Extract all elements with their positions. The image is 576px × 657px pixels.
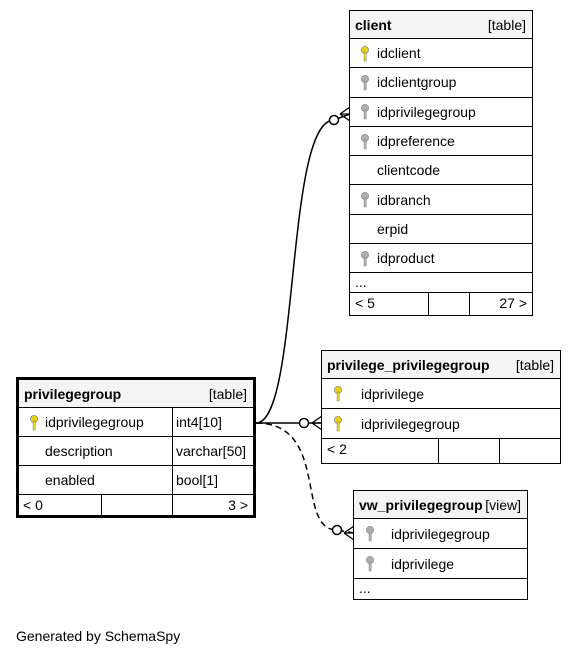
column-row-idprivilegegroup[interactable]: idprivilegegroup int4[10]	[19, 408, 253, 437]
crowfoot-ppg	[311, 415, 323, 431]
parent-count-cell: < 5	[350, 293, 428, 315]
column-row-enabled[interactable]: enabled bool[1]	[19, 466, 253, 495]
child-count-cell: 27 >	[469, 293, 532, 316]
child-count: 27 >	[499, 295, 527, 312]
foreign-key-icon	[364, 525, 376, 543]
column-name: erpid	[377, 220, 409, 237]
column-name: idprivilege	[391, 555, 455, 572]
table-header: client [table]	[350, 11, 532, 39]
column-name: idclientgroup	[377, 74, 457, 91]
edge-view-privilegegroup	[255, 422, 355, 534]
table-footer: < 0 3 >	[19, 495, 253, 515]
foreign-key-icon	[359, 103, 371, 121]
column-row-idprivilege[interactable]: idprivilege	[354, 549, 527, 579]
table-header: privilege_privilegegroup [table]	[322, 351, 560, 379]
table-kind: [table]	[487, 16, 526, 33]
table-kind: [view]	[485, 496, 521, 513]
optional-marker-client	[328, 114, 340, 126]
primary-key-icon	[28, 414, 40, 432]
table-client[interactable]: client [table] idclient idclientgroup idpr…	[349, 10, 533, 317]
primary-key-icon	[359, 45, 371, 63]
column-name: enabled	[45, 472, 95, 488]
column-type: bool[1]	[172, 466, 253, 494]
table-kind: [table]	[208, 385, 247, 402]
column-name: idproduct	[377, 250, 435, 267]
column-list: idprivilege idprivilegegroup	[322, 379, 560, 439]
column-name: idprivilegegroup	[391, 525, 490, 542]
column-row-idprivilege[interactable]: idprivilege	[322, 379, 560, 409]
table-name: vw_privilegegroup	[359, 496, 483, 513]
column-list: idprivilegegroup idprivilege	[354, 519, 527, 579]
column-type: varchar[50]	[172, 437, 253, 465]
primary-key-icon	[332, 415, 344, 433]
column-name: idprivilege	[361, 385, 425, 402]
column-name: clientcode	[377, 162, 441, 179]
foreign-key-icon	[359, 250, 371, 268]
footer-blank-cell	[101, 495, 172, 515]
parent-count-cell: < 0	[19, 495, 101, 515]
parent-count: < 5	[355, 295, 375, 312]
column-name: idclient	[377, 45, 421, 62]
optional-marker-view	[331, 524, 343, 536]
foreign-key-icon	[359, 133, 371, 151]
parent-count: < 0	[23, 497, 43, 513]
child-count-cell	[499, 439, 560, 463]
table-name: privilegegroup	[24, 385, 122, 402]
column-row-idprivilegegroup[interactable]: idprivilegegroup	[350, 98, 532, 127]
column-name: idprivilegegroup	[377, 103, 476, 120]
column-name: description	[45, 443, 113, 459]
column-name: idprivilegegroup	[45, 414, 144, 430]
column-type: int4[10]	[172, 408, 253, 436]
table-footer: < 2	[322, 439, 560, 463]
column-row-idprivilegegroup[interactable]: idprivilegegroup	[322, 409, 560, 439]
parent-count: < 2	[327, 441, 347, 457]
column-row-idpreference[interactable]: idpreference	[350, 127, 532, 157]
child-count-cell: 3 >	[172, 495, 253, 515]
footer-blank-cell	[428, 293, 469, 316]
column-row-idprivilegegroup[interactable]: idprivilegegroup	[354, 519, 527, 549]
table-name: client	[355, 16, 392, 33]
column-name: idpreference	[377, 133, 455, 150]
column-row-idbranch[interactable]: idbranch	[350, 185, 532, 215]
foreign-key-icon	[359, 191, 371, 209]
column-name: idprivilegegroup	[361, 415, 460, 432]
column-row-description[interactable]: description varchar[50]	[19, 437, 253, 466]
child-count: 3 >	[228, 497, 248, 513]
generated-by-credit: Generated by SchemaSpy	[16, 628, 181, 644]
table-header: privilegegroup [table]	[19, 380, 253, 408]
column-row-clientcode[interactable]: clientcode	[350, 156, 532, 186]
column-row-idclient[interactable]: idclient	[350, 39, 532, 69]
column-row-erpid[interactable]: erpid	[350, 215, 532, 245]
column-row-idproduct[interactable]: idproduct	[350, 244, 532, 274]
crowfoot-view	[343, 525, 355, 541]
column-row-idclientgroup[interactable]: idclientgroup	[350, 68, 532, 98]
optional-marker-ppg	[298, 417, 310, 429]
table-kind: [table]	[515, 356, 554, 373]
table-privilege-privilegegroup[interactable]: privilege_privilegegroup [table] idprivi…	[321, 350, 561, 464]
table-footer: < 5 27 >	[350, 293, 532, 316]
edge-client-privilegegroup	[255, 113, 351, 424]
table-header: vw_privilegegroup [view]	[354, 491, 527, 519]
primary-key-icon	[332, 385, 344, 403]
footer-blank-cell	[438, 439, 499, 463]
view-vw-privilegegroup[interactable]: vw_privilegegroup [view] idprivilegegrou…	[353, 490, 528, 600]
more-columns-ellipsis: ...	[350, 273, 532, 294]
foreign-key-icon	[364, 555, 376, 573]
crowfoot-client	[339, 106, 351, 122]
parent-count-cell: < 2	[322, 439, 438, 463]
more-columns-ellipsis: ...	[359, 580, 371, 596]
table-name: privilege_privilegegroup	[327, 356, 490, 373]
column-list: idprivilegegroup int4[10] description varch…	[19, 408, 253, 495]
column-list: idclient idclientgroup idprivilegegroup idp…	[350, 39, 532, 274]
foreign-key-icon	[359, 74, 371, 92]
column-name: idbranch	[377, 191, 431, 208]
